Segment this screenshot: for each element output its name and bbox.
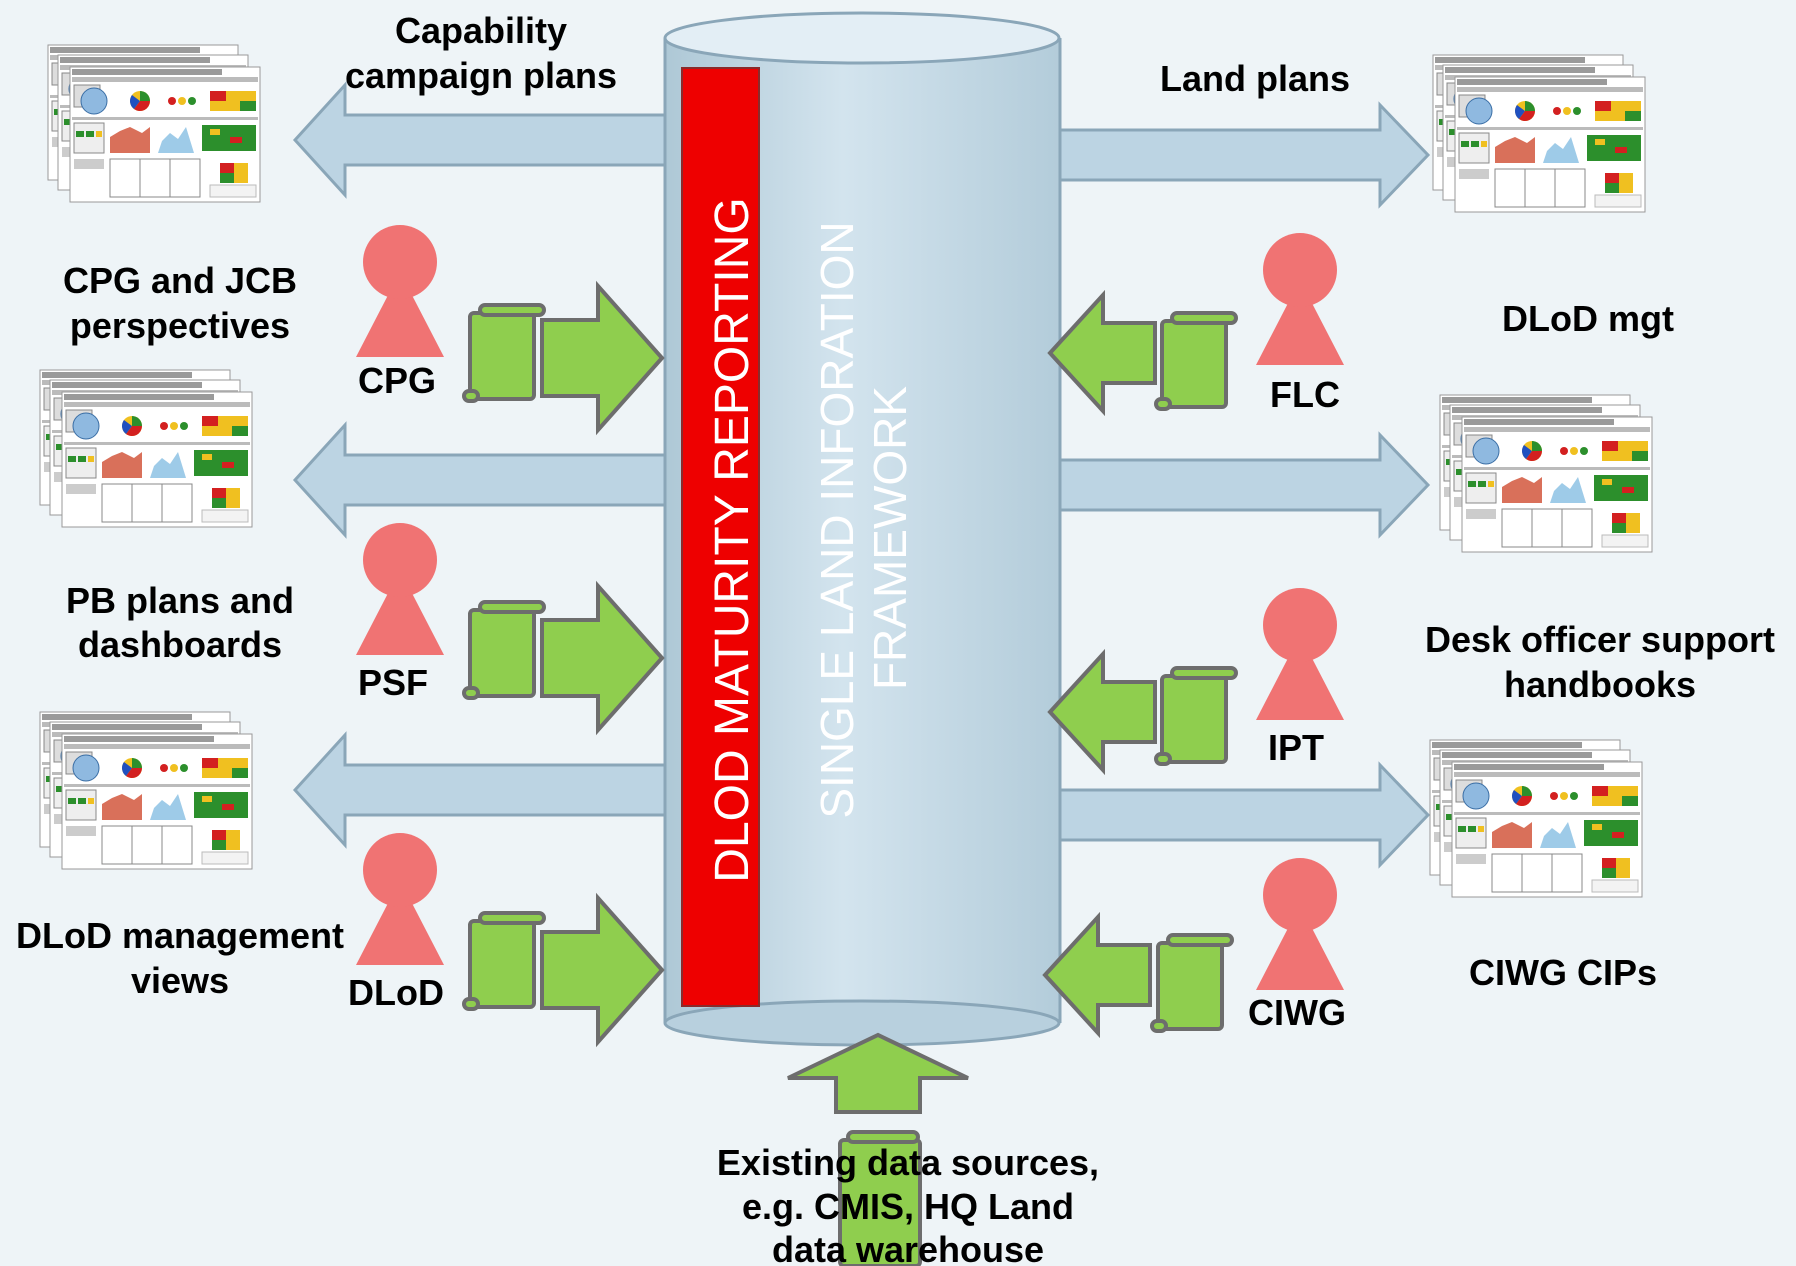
arrow-right-2	[998, 431, 1431, 539]
person-icon	[356, 523, 444, 655]
label-line: data warehouse	[772, 1229, 1044, 1266]
arrow-left-1	[292, 81, 702, 199]
arrow-left-3	[292, 731, 702, 849]
document-icon	[462, 600, 546, 700]
dashboard-stack-dlod-views	[40, 712, 252, 869]
framework-cylinder: DLOD MATURITY REPORTING SINGLE LAND INFO…	[663, 11, 1062, 1047]
framework-label-line2: FRAMEWORK	[864, 386, 916, 690]
person-icon	[1256, 588, 1344, 720]
output-arrows-left	[292, 81, 702, 849]
arrow-right-icon	[540, 584, 664, 732]
output-arrows-right	[998, 101, 1431, 869]
label-line: Capability	[395, 10, 567, 51]
label-line: Existing data sources,	[717, 1142, 1099, 1183]
document-icon	[1150, 933, 1234, 1033]
label-line: campaign plans	[345, 55, 617, 96]
data-sources-label: Existing data sources, e.g. CMIS, HQ Lan…	[717, 1142, 1099, 1266]
contributor-label-psf: PSF	[358, 662, 428, 703]
dashboard-stack-land-plans	[1433, 55, 1645, 212]
arrow-right-icon	[540, 896, 664, 1044]
label-line: e.g. CMIS, HQ Land	[742, 1186, 1074, 1227]
document-icon	[838, 1130, 922, 1266]
label-line: DLoD management	[16, 915, 344, 956]
label-line: Land plans	[1160, 58, 1350, 99]
framework-label-line1: SINGLE LAND INFORATION	[811, 221, 863, 818]
contributor-ipt: IPT	[1048, 588, 1344, 772]
document-icon	[1154, 666, 1238, 766]
person-icon	[1256, 233, 1344, 365]
label-line: CIWG CIPs	[1469, 952, 1657, 993]
contributor-label-dlod: DLoD	[348, 972, 444, 1013]
output-label-dlod-mgt: DLoD mgt	[1502, 298, 1674, 339]
output-label-pb: PB plans and dashboards	[66, 580, 294, 665]
data-sources-input	[787, 1032, 969, 1266]
contributor-cpg: CPG	[356, 225, 664, 432]
maturity-reporting-label: DLOD MATURITY REPORTING	[706, 197, 759, 882]
arrow-up-icon	[787, 1032, 969, 1114]
arrow-left-icon	[1048, 293, 1157, 413]
person-icon	[356, 225, 444, 357]
output-label-ciwg-cips: CIWG CIPs	[1469, 952, 1657, 993]
arrow-right-1	[998, 101, 1431, 209]
person-icon	[356, 833, 444, 965]
output-label-cpg-jcb: CPG and JCB perspectives	[63, 260, 297, 346]
person-icon	[1256, 858, 1344, 990]
arrow-left-2	[292, 421, 702, 539]
dashboard-stack-capability	[48, 45, 260, 202]
contributor-label-ipt: IPT	[1268, 727, 1324, 768]
output-label-desk-officer: Desk officer support handbooks	[1425, 619, 1775, 705]
label-line: dashboards	[78, 624, 282, 665]
contributor-psf: PSF	[356, 523, 664, 732]
document-icon	[1154, 311, 1238, 411]
label-line: views	[131, 960, 229, 1001]
contributor-label-cpg: CPG	[358, 360, 436, 401]
label-line: PB plans and	[66, 580, 294, 621]
label-line: handbooks	[1504, 664, 1696, 705]
arrow-right-icon	[540, 284, 664, 432]
contributor-label-flc: FLC	[1270, 374, 1340, 415]
arrow-right-3	[998, 761, 1431, 869]
dashboard-stack-desk-officer	[1440, 395, 1652, 552]
dashboard-stack-ciwg	[1430, 740, 1642, 897]
document-icon	[462, 303, 546, 403]
output-label-land-plans: Land plans	[1160, 58, 1350, 99]
contributor-ciwg: CIWG	[1043, 858, 1346, 1035]
output-label-capability: Capability campaign plans	[345, 10, 617, 96]
maturity-reporting-band	[681, 67, 760, 1007]
arrow-left-icon	[1048, 652, 1157, 772]
label-line: DLoD mgt	[1502, 298, 1674, 339]
document-icon	[462, 911, 546, 1011]
contributor-label-ciwg: CIWG	[1248, 992, 1346, 1033]
label-line: perspectives	[70, 305, 290, 346]
label-line: CPG and JCB	[63, 260, 297, 301]
contributor-dlod: DLoD	[348, 833, 664, 1044]
contributor-flc: FLC	[1048, 233, 1344, 415]
output-label-dlod-views: DLoD management views	[16, 915, 344, 1001]
label-line: Desk officer support	[1425, 619, 1775, 660]
dashboard-stack-pb	[40, 370, 252, 527]
